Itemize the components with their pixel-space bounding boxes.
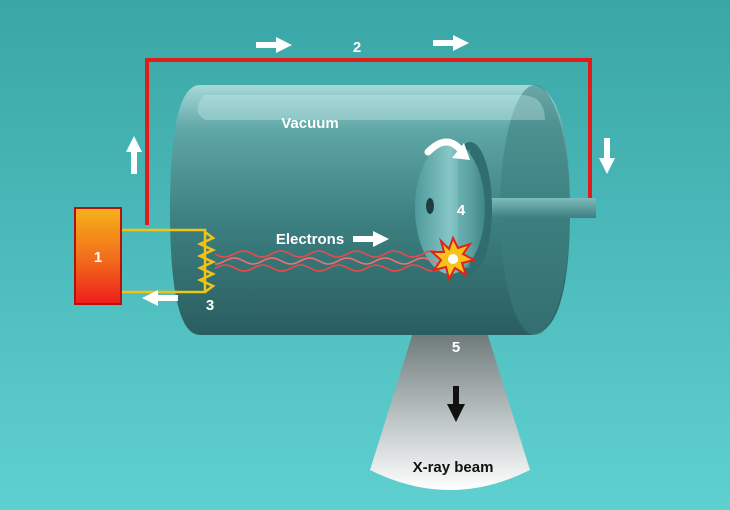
current-arrow-left-icon xyxy=(142,290,178,306)
electrons-label: Electrons xyxy=(276,231,344,248)
number-label-4: 4 xyxy=(457,202,466,219)
xray-direction-arrow-icon xyxy=(447,386,465,422)
current-arrow-down-icon xyxy=(599,138,615,174)
power-supply-box xyxy=(74,207,122,305)
anode-hole xyxy=(426,198,434,214)
anode-rod xyxy=(478,198,596,218)
vacuum-label: Vacuum xyxy=(281,115,339,132)
current-arrow-right-2-icon xyxy=(433,35,469,51)
xray-beam-cone xyxy=(370,262,530,490)
number-label-1: 1 xyxy=(94,249,102,266)
filament-circuit xyxy=(122,228,216,294)
current-arrow-right-1-icon xyxy=(256,37,292,53)
rotation-arrow-icon xyxy=(424,138,470,160)
high-voltage-circuit-wire xyxy=(145,58,592,225)
number-label-3: 3 xyxy=(206,297,214,314)
rotating-anode xyxy=(415,142,492,274)
electron-beam xyxy=(214,250,440,272)
impact-starburst-icon xyxy=(429,235,477,282)
current-arrow-up-icon xyxy=(126,136,142,174)
number-label-2: 2 xyxy=(353,39,361,56)
xray-beam-label: X-ray beam xyxy=(413,459,494,476)
cathode-filament xyxy=(197,231,216,293)
number-label-5: 5 xyxy=(452,339,460,356)
electrons-direction-arrow-icon xyxy=(353,231,389,247)
